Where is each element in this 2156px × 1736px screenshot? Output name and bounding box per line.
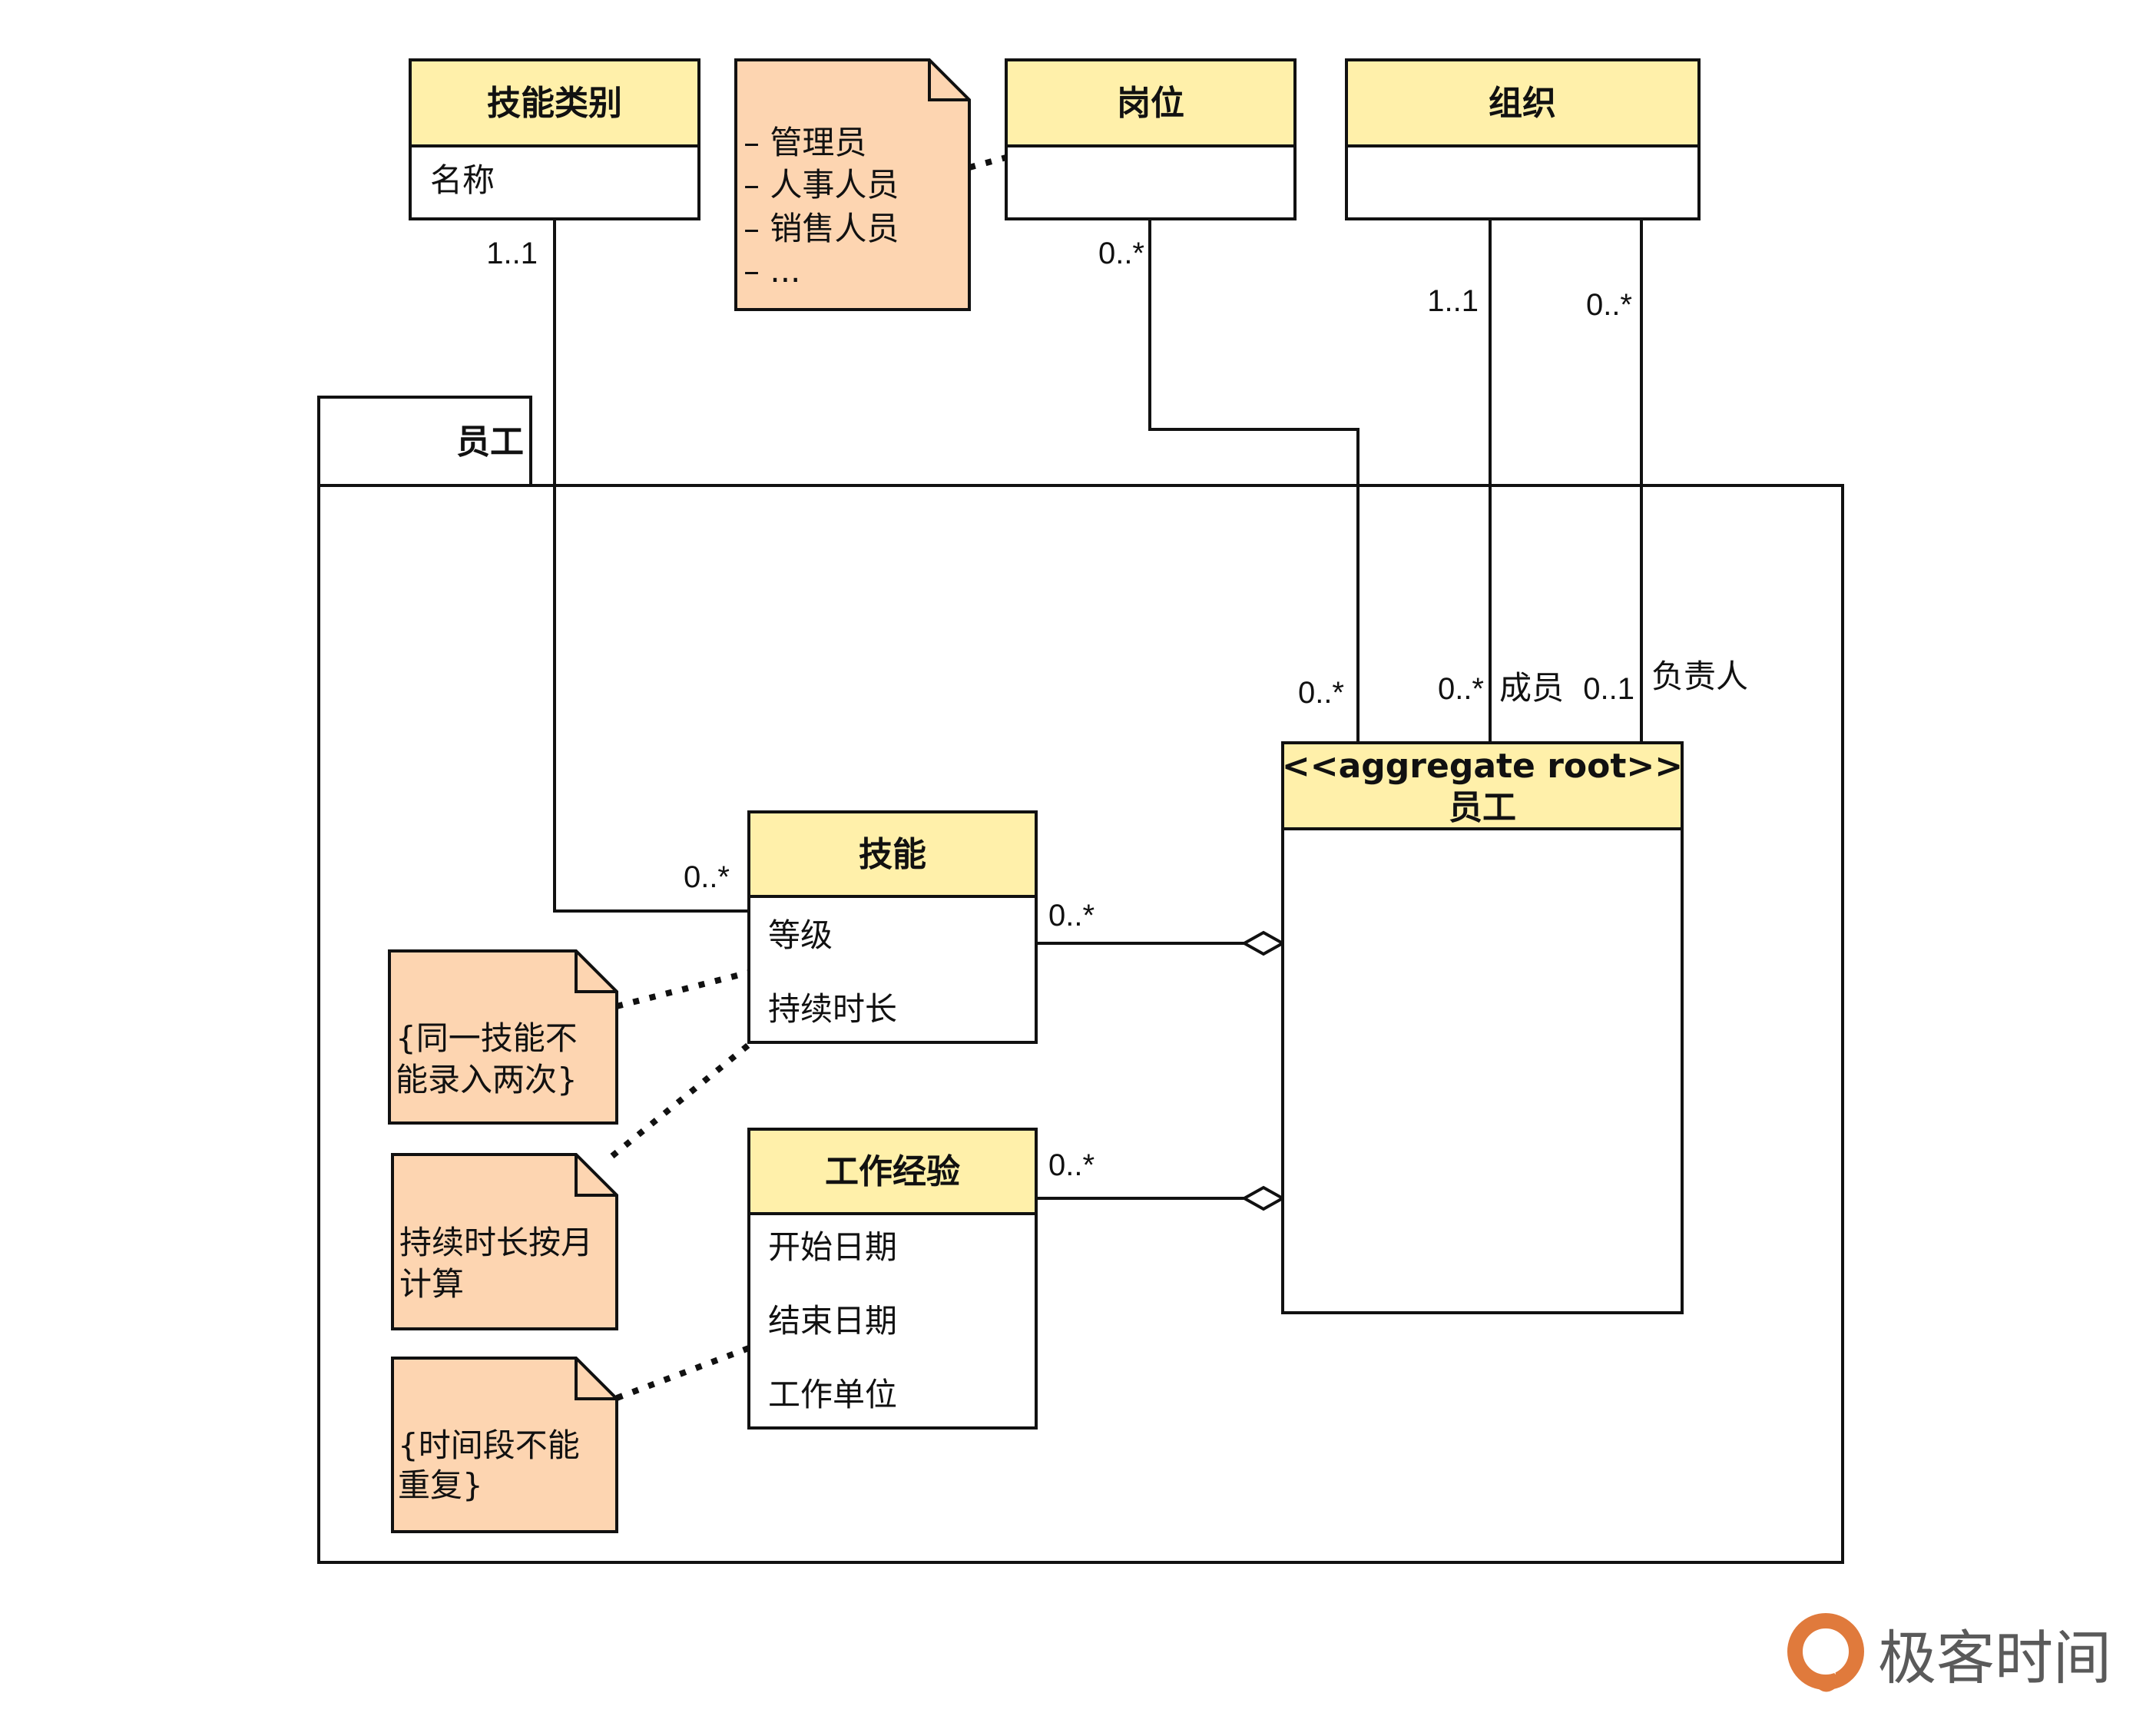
multiplicity-labels: 1..1 0..* 0..* 0..* 1..1 0..* 0..* 成员 0.… bbox=[486, 237, 1748, 1182]
note-period: {时间段不能 重复} bbox=[391, 1357, 618, 1533]
role-label: 负责人 bbox=[1651, 658, 1748, 695]
note-line: – 人事人员 bbox=[744, 166, 899, 204]
geektime-logo: 极客时间 bbox=[1787, 1613, 2111, 1692]
class-title: 组织 bbox=[1489, 84, 1556, 123]
note-skill-unique: {同一技能不 能录入两次} bbox=[388, 949, 618, 1125]
connectors bbox=[553, 154, 1643, 1401]
note-line: {同一技能不 bbox=[396, 1019, 578, 1057]
multiplicity: 0..* bbox=[1298, 676, 1344, 710]
note-line: 持续时长按月 bbox=[399, 1224, 593, 1261]
note-line: 重复} bbox=[398, 1466, 483, 1504]
class-title: 技能类别 bbox=[487, 84, 622, 123]
class-attribute: 开始日期 bbox=[768, 1228, 897, 1266]
skill-unique-note-anchor bbox=[616, 969, 750, 1009]
class-title: 员工 bbox=[1449, 788, 1516, 827]
note-line: 计算 bbox=[399, 1265, 464, 1303]
note-line: – ... bbox=[744, 252, 800, 290]
multiplicity: 0..* bbox=[1438, 672, 1484, 706]
package-name: 员工 bbox=[456, 422, 524, 462]
class-body bbox=[1281, 741, 1684, 1314]
multiplicity: 0..* bbox=[1586, 288, 1632, 322]
class-attribute: 持续时长 bbox=[768, 990, 897, 1028]
package-tab bbox=[317, 396, 532, 487]
class-title: 工作经验 bbox=[825, 1152, 960, 1191]
class-attribute: 等级 bbox=[768, 916, 833, 954]
class-header bbox=[1345, 58, 1701, 147]
class-header bbox=[747, 810, 1038, 898]
position-employee-link bbox=[1148, 219, 1360, 743]
note-line: – 销售人员 bbox=[744, 210, 899, 247]
multiplicity: 1..1 bbox=[1427, 284, 1479, 318]
multiplicity: 0..1 bbox=[1583, 672, 1634, 706]
note-line: – 管理员 bbox=[744, 124, 866, 161]
class-organization[interactable]: 组织 bbox=[1345, 58, 1701, 220]
multiplicity: 0..* bbox=[684, 860, 730, 894]
period-note-anchor bbox=[615, 1345, 750, 1401]
note-line: 能录入两次} bbox=[396, 1061, 578, 1098]
class-attribute: 结束日期 bbox=[768, 1302, 897, 1340]
class-header bbox=[409, 58, 700, 147]
class-title: 技能 bbox=[859, 835, 926, 874]
class-attribute: 工作单位 bbox=[768, 1376, 897, 1413]
multiplicity: 1..1 bbox=[486, 237, 538, 270]
class-position[interactable]: 岗位 bbox=[1005, 58, 1297, 220]
geektime-logo-icon bbox=[1787, 1613, 1864, 1692]
geektime-logo-text: 极客时间 bbox=[1878, 1624, 2111, 1692]
multiplicity: 0..* bbox=[1048, 1148, 1095, 1182]
note-roles: – 管理员 – 人事人员 – 销售人员 – ... bbox=[734, 58, 971, 311]
multiplicity: 0..* bbox=[1048, 899, 1095, 933]
multiplicity: 0..* bbox=[1098, 237, 1144, 270]
class-header bbox=[747, 1128, 1038, 1215]
note-duration: 持续时长按月 计算 bbox=[391, 1153, 618, 1330]
class-skill[interactable]: 技能 等级 持续时长 bbox=[747, 810, 1038, 1044]
class-header bbox=[1281, 741, 1684, 830]
skill-category-skill-link bbox=[553, 219, 749, 913]
class-employee-aggregate-root[interactable]: <<aggregate root>> 员工 bbox=[1281, 741, 1684, 1314]
roles-note-anchor bbox=[968, 154, 1008, 171]
class-skill-category[interactable]: 技能类别 名称 bbox=[409, 58, 700, 220]
class-title: 岗位 bbox=[1117, 84, 1184, 123]
class-attribute: 名称 bbox=[430, 161, 495, 199]
role-label: 成员 bbox=[1499, 669, 1564, 707]
duration-note-anchor bbox=[610, 1042, 751, 1159]
note-line: {时间段不能 bbox=[398, 1426, 580, 1464]
class-header bbox=[1005, 58, 1297, 147]
class-work-experience[interactable]: 工作经验 开始日期 结束日期 工作单位 bbox=[747, 1128, 1038, 1430]
class-stereotype: <<aggregate root>> bbox=[1282, 747, 1683, 786]
